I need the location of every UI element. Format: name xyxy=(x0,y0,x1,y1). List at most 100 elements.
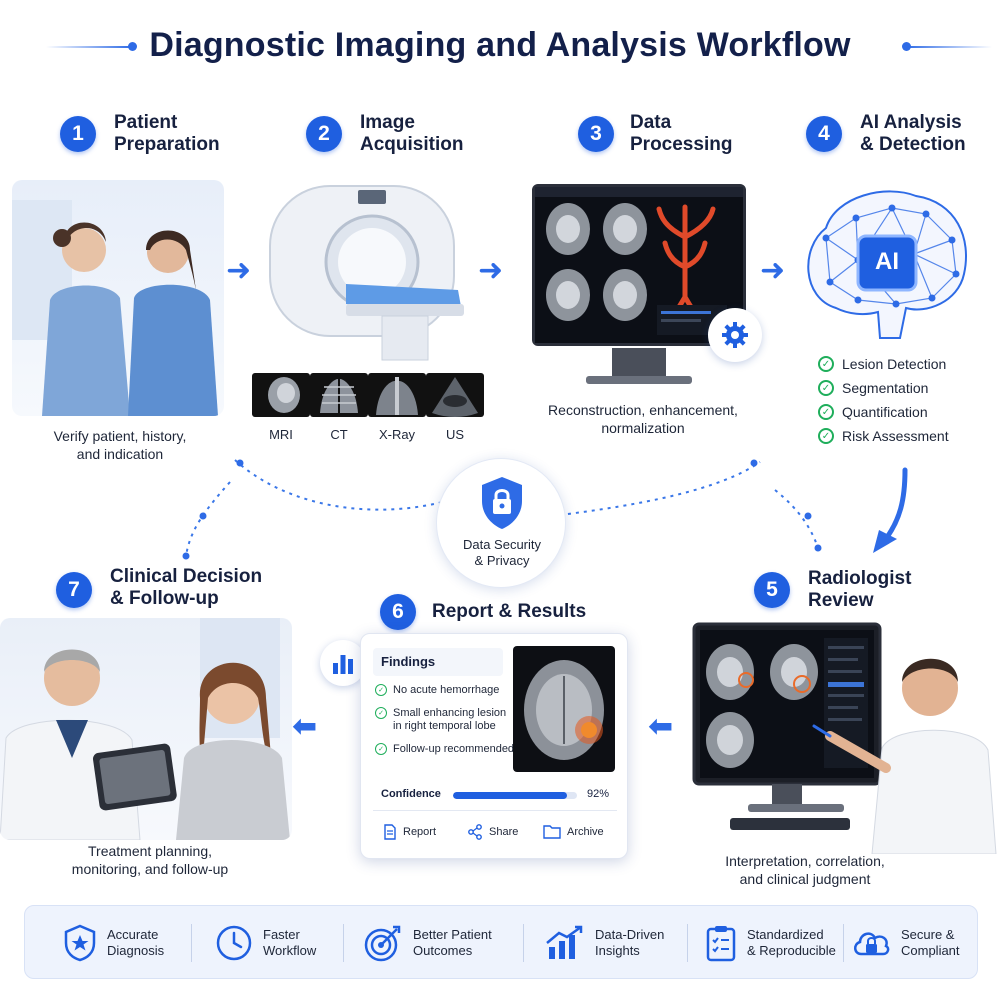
archive-action[interactable]: Archive xyxy=(543,824,604,839)
step-6-badge: 6 xyxy=(380,594,416,630)
processing-screen xyxy=(535,187,743,343)
report-scan-image[interactable] xyxy=(513,646,615,772)
modality-xray[interactable]: X-Ray xyxy=(368,373,426,442)
capability-item: ✓Segmentation xyxy=(818,380,949,396)
title-line-right xyxy=(906,46,992,48)
arrow-1-2: ➜ xyxy=(226,254,252,287)
title-line-left xyxy=(46,46,132,48)
share-action[interactable]: Share xyxy=(467,824,518,840)
security-label: Data Security & Privacy xyxy=(462,537,542,568)
step-4-title: AI Analysis & Detection xyxy=(860,112,966,155)
step-3-title: Data Processing xyxy=(630,112,733,155)
shield-star-icon xyxy=(64,924,96,962)
benefit-label: Better Patient Outcomes xyxy=(413,927,492,958)
processed-scans-graphic xyxy=(535,187,743,335)
benefit-item: Better Patient Outcomes xyxy=(363,906,492,980)
bar-chart-icon xyxy=(333,655,353,674)
arrow-5-6: ⬅ xyxy=(648,710,674,743)
capability-item: ✓Quantification xyxy=(818,404,949,420)
modality-us[interactable]: US xyxy=(426,373,484,442)
finding-item: ✓Follow-up recommended xyxy=(375,743,515,756)
xray-thumbnail xyxy=(368,373,426,417)
step-1-badge: 1 xyxy=(60,116,96,152)
analytics-badge xyxy=(320,640,366,686)
monitor-stand xyxy=(612,348,666,378)
report-card: Findings ✓No acute hemorrhage ✓Small enh… xyxy=(360,633,628,859)
step-2-badge: 2 xyxy=(306,116,342,152)
title-dot-left xyxy=(128,42,137,51)
step-5-title: Radiologist Review xyxy=(808,568,912,611)
separator xyxy=(343,924,344,962)
step-3-badge: 3 xyxy=(578,116,614,152)
ai-brain-network: AI xyxy=(796,178,976,348)
separator xyxy=(843,924,844,962)
finding-item: ✓Small enhancing lesion in right tempora… xyxy=(375,707,515,733)
benefit-label: Faster Workflow xyxy=(263,927,317,958)
check-icon: ✓ xyxy=(375,684,387,696)
doctor-patient-graphic xyxy=(0,618,290,840)
scanner-graphic xyxy=(269,185,464,361)
confidence-label: Confidence xyxy=(381,788,441,800)
benefit-item: Data-Driven Insights xyxy=(545,906,664,980)
modality-ct[interactable]: CT xyxy=(310,373,368,442)
modality-list: MRI CT X-Ray US xyxy=(252,373,484,442)
modality-label: CT xyxy=(330,427,348,442)
confidence-bar-fill xyxy=(453,792,568,799)
modality-label: MRI xyxy=(269,427,293,442)
monitor-base xyxy=(586,376,692,384)
findings-title: Findings xyxy=(381,654,436,669)
findings-list: ✓No acute hemorrhage ✓Small enhancing le… xyxy=(375,684,515,766)
modality-label: US xyxy=(445,427,465,442)
capability-item: ✓Lesion Detection xyxy=(818,356,949,372)
separator xyxy=(191,924,192,962)
ct-thumbnail xyxy=(310,373,368,417)
mri-thumbnail xyxy=(252,373,310,417)
confidence-value: 92% xyxy=(587,788,610,800)
benefit-item: Standardized & Reproducible xyxy=(705,906,836,980)
patient-preparation-illustration xyxy=(12,180,224,416)
share-icon xyxy=(468,824,482,840)
step-5-caption: Interpretation, correlation, and clinica… xyxy=(725,853,885,887)
clinical-decision-illustration xyxy=(0,618,292,840)
chart-growth-icon xyxy=(546,925,583,959)
step-7-title: Clinical Decision & Follow-up xyxy=(110,566,263,609)
benefit-item: Secure & Compliant xyxy=(851,906,960,980)
settings-gear-badge xyxy=(708,308,762,362)
benefit-label: Accurate Diagnosis xyxy=(107,927,165,958)
radiologist-workstation-graphic xyxy=(692,622,997,855)
separator xyxy=(687,924,688,962)
step-1-title: Patient Preparation xyxy=(114,112,220,155)
confidence-bar xyxy=(453,792,577,799)
ai-capabilities-list: ✓Lesion Detection ✓Segmentation ✓Quantif… xyxy=(818,356,949,452)
step-1-caption: Verify patient, history, and indication xyxy=(53,428,187,462)
step-7-caption: Treatment planning, monitoring, and foll… xyxy=(71,843,229,877)
check-icon: ✓ xyxy=(375,743,387,755)
brain-scan-with-lesion xyxy=(524,660,604,760)
mri-scanner-illustration xyxy=(262,178,472,368)
shield-lock-icon xyxy=(482,477,522,529)
benefit-label: Secure & Compliant xyxy=(901,927,960,958)
step-3-caption: Reconstruction, enhancement, normalizati… xyxy=(548,402,738,436)
processing-monitor xyxy=(532,184,746,346)
benefit-item: Accurate Diagnosis xyxy=(63,906,164,980)
checklist-icon xyxy=(706,926,736,962)
step-6-title: Report & Results xyxy=(432,601,587,622)
check-icon: ✓ xyxy=(818,428,834,444)
capability-item: ✓Risk Assessment xyxy=(818,428,949,444)
separator xyxy=(523,924,524,962)
modality-mri[interactable]: MRI xyxy=(252,373,310,442)
findings-header: Findings xyxy=(373,648,503,676)
benefit-item: Faster Workflow xyxy=(215,906,316,980)
target-icon xyxy=(364,925,401,962)
clock-icon xyxy=(216,925,252,961)
check-icon: ✓ xyxy=(818,356,834,372)
check-icon: ✓ xyxy=(818,404,834,420)
ai-chip-label: AI xyxy=(875,248,899,275)
ultrasound-thumbnail xyxy=(426,373,484,417)
benefits-bar: Accurate Diagnosis Faster Workflow Bette… xyxy=(24,905,978,979)
radiologist-review-illustration xyxy=(690,618,1000,855)
report-action[interactable]: Report xyxy=(383,824,436,840)
cloud-lock-icon xyxy=(854,932,890,956)
neural-brain-graphic xyxy=(807,190,967,339)
check-icon: ✓ xyxy=(375,707,387,719)
